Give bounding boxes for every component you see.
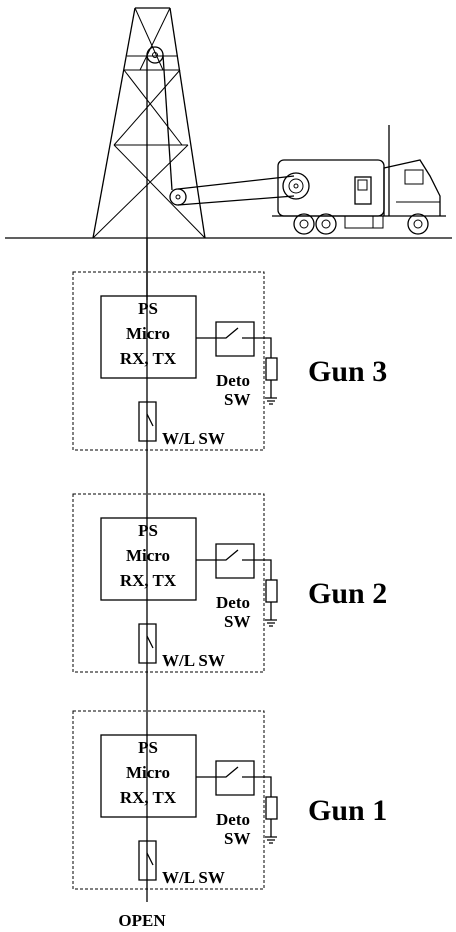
block-label-rxtx: RX, TX [120,349,177,368]
control-block [100,295,197,379]
deto-label: Deto [216,593,250,612]
block-label-micro: Micro [126,763,170,782]
deto-switch [196,543,272,580]
wireline-cable [169,175,295,206]
ground-symbol [265,380,277,405]
wl-sw-label: W/L SW [162,651,225,670]
wl-sw-label: W/L SW [162,868,225,887]
wl-switch [138,623,157,664]
gun-module: PS Micro RX, TX Deto SW W/L SW Gun 3 [72,271,387,451]
module-boundary [72,710,265,890]
deto-label: Deto [216,810,250,829]
control-block [100,734,197,818]
deto-switch [196,760,272,797]
detonator-resistor [265,357,278,381]
gun-label: Gun 3 [308,355,387,388]
sw-label: SW [224,612,250,631]
block-label-ps: PS [138,299,158,318]
block-label-ps: PS [138,738,158,757]
block-label-micro: Micro [126,324,170,343]
block-label-micro: Micro [126,546,170,565]
wl-sw-label: W/L SW [162,429,225,448]
open-label: OPEN [118,911,166,930]
module-boundary [72,493,265,673]
gun-module: PS Micro RX, TX Deto SW W/L SW Gun 1 [72,710,387,890]
gun-label: Gun 2 [308,577,387,610]
ground-symbol [265,819,277,844]
wl-switch [138,840,157,881]
block-label-rxtx: RX, TX [120,788,177,807]
gun-module: PS Micro RX, TX Deto SW W/L SW Gun 2 [72,493,387,673]
deto-label: Deto [216,371,250,390]
gun-label: Gun 1 [308,794,387,827]
block-label-ps: PS [138,521,158,540]
module-boundary [72,271,265,451]
wireline-truck [272,125,446,235]
sw-label: SW [224,829,250,848]
wl-switch [138,401,157,442]
deto-switch [196,321,272,358]
ground-symbol [265,602,277,627]
detonator-resistor [265,579,278,603]
sw-label: SW [224,390,250,409]
block-label-rxtx: RX, TX [120,571,177,590]
derrick [92,7,206,300]
control-block [100,517,197,601]
detonator-resistor [265,796,278,820]
